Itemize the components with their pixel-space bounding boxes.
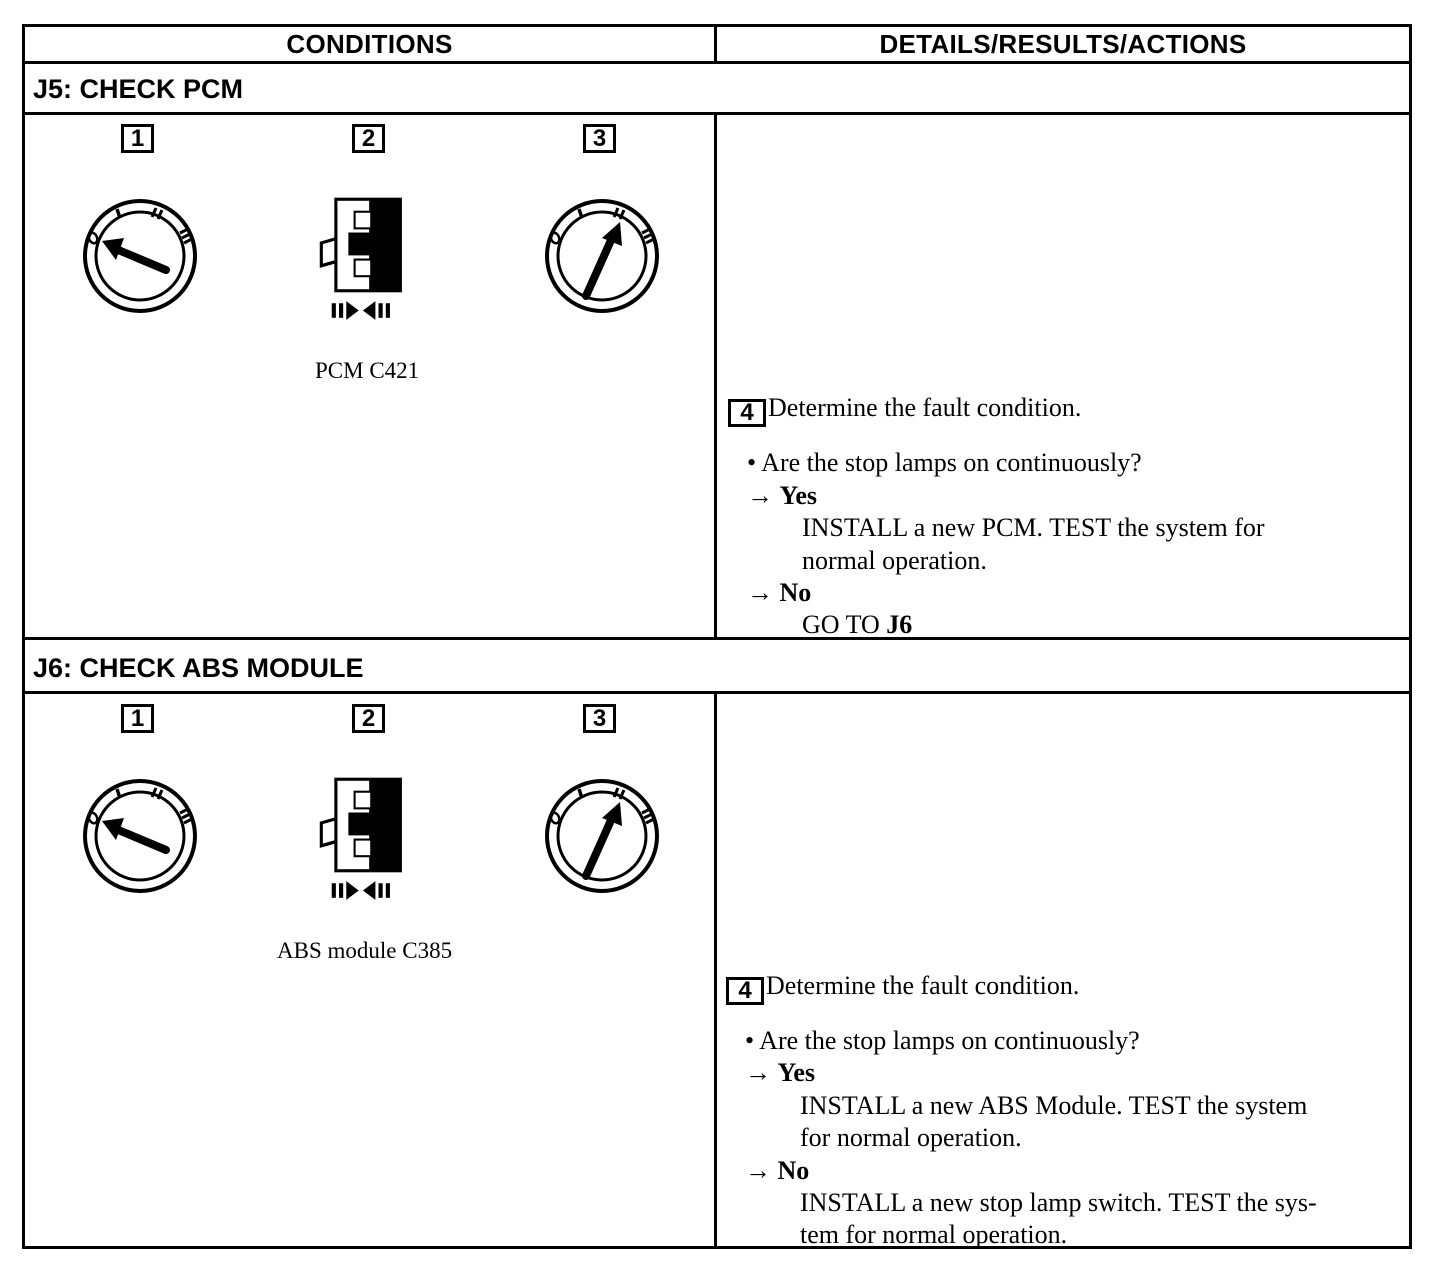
conditions-cell-j5: 1 2 3 PCM C421 [25,115,717,637]
diagnostic-table: CONDITIONS DETAILS/RESULTS/ACTIONS J5: C… [22,24,1412,1249]
step-number-2: 2 [352,124,385,153]
no-label: No [777,1156,810,1185]
no-line: → No [747,578,811,608]
no-action-line: GO TO J6 [802,610,912,640]
disconnect-connector-icon [319,777,402,902]
no-action-line-1: INSTALL a new stop lamp switch. TEST the… [800,1188,1317,1217]
right-arrow-icon: → [747,578,773,607]
no-line: → No [745,1156,809,1186]
connector-caption: ABS module C385 [277,938,453,963]
step-4-text: Determine the fault condition. [766,971,1080,1000]
step-number-4: 4 [728,399,766,427]
ignition-switch-run-icon [545,779,659,893]
step-number-2: 2 [352,704,385,733]
details-header: DETAILS/RESULTS/ACTIONS [879,29,1247,59]
table-header: CONDITIONS DETAILS/RESULTS/ACTIONS [25,27,1409,64]
goto-target: J6 [886,610,913,639]
step-number-1: 1 [121,124,154,153]
goto-text: GO TO [802,610,880,639]
connector-caption: PCM C421 [315,358,420,383]
yes-action-line-2: for normal operation. [800,1123,1022,1152]
conditions-header: CONDITIONS [25,27,717,61]
yes-label: Yes [779,481,818,510]
ignition-switch-run-icon [545,199,659,313]
step-4-text: Determine the fault condition. [768,393,1082,422]
right-arrow-icon: → [747,481,773,510]
right-arrow-icon: → [745,1156,771,1185]
yes-line: → Yes [745,1058,815,1088]
ignition-switch-off-icon [83,779,197,893]
step-number-4: 4 [726,977,764,1005]
step-title-j6: J6: CHECK ABS MODULE [25,643,1409,694]
ignition-switch-off-icon [83,199,197,313]
question-text: • Are the stop lamps on continuously? [747,448,1142,477]
yes-action-line-1: INSTALL a new ABS Module. TEST the syste… [800,1091,1308,1120]
yes-action-line-1: INSTALL a new PCM. TEST the system for [802,513,1265,542]
no-label: No [779,578,812,607]
step-number-3: 3 [583,124,616,153]
step-title-j5: J5: CHECK PCM [25,64,1409,115]
yes-action-line-2: normal operation. [802,546,987,575]
conditions-cell-j6: 1 2 3 ABS module C385 [25,694,717,1249]
yes-label: Yes [777,1058,816,1087]
disconnect-connector-icon [319,197,402,322]
step-number-1: 1 [121,704,154,733]
question-text: • Are the stop lamps on continuously? [745,1026,1140,1055]
step-number-3: 3 [583,704,616,733]
yes-line: → Yes [747,481,817,511]
no-action-line-2: tem for normal operation. [800,1220,1068,1249]
right-arrow-icon: → [745,1058,771,1087]
